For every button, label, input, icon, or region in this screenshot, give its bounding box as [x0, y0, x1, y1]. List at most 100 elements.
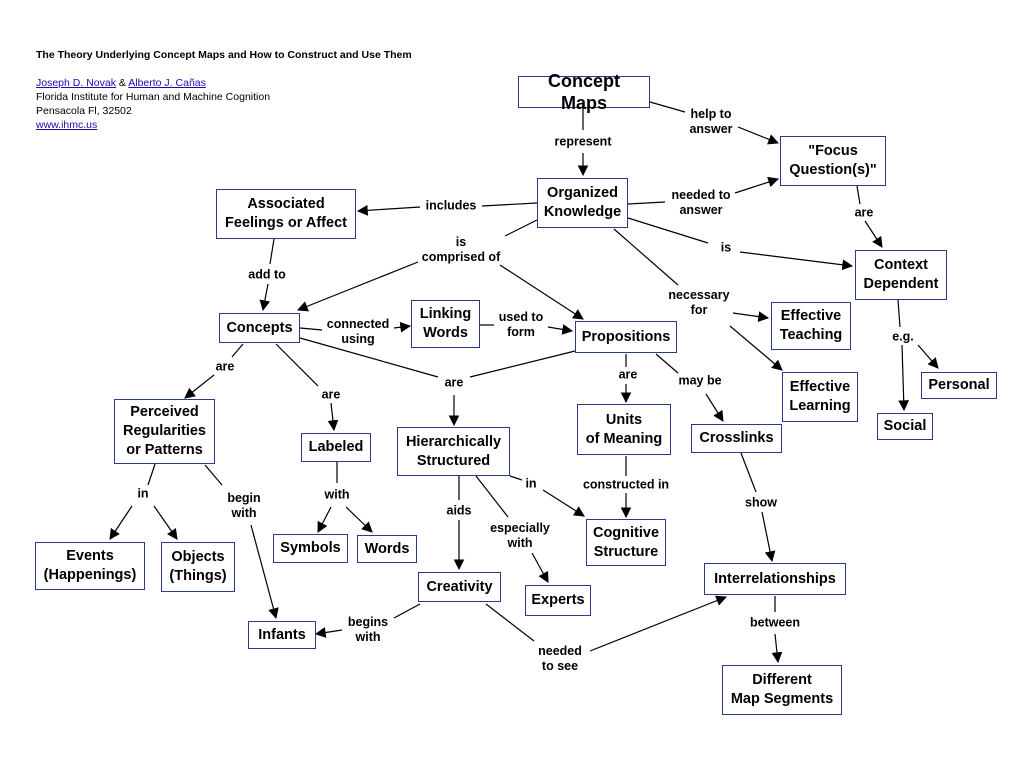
connector-ok-necessary: [613, 228, 679, 286]
concept-node-cognitive-structure: Cognitive Structure: [586, 519, 666, 566]
link-label-aids: aids: [446, 503, 472, 518]
concept-node-interrelationships: Interrelationships: [704, 563, 846, 595]
concept-node-social: Social: [877, 413, 933, 440]
website-link[interactable]: www.ihmc.us: [36, 119, 98, 131]
link-label-with: with: [324, 487, 350, 502]
link-label-are-perceived: are: [215, 359, 235, 374]
connector-concept-maps-help: [649, 101, 686, 113]
connector-focus-are: [856, 185, 861, 205]
concept-node-crosslinks: Crosslinks: [691, 424, 782, 453]
institute-name: Florida Institute for Human and Machine …: [36, 91, 271, 103]
connector-begin-infants: [250, 524, 279, 620]
link-label-add-to: add to: [248, 267, 286, 282]
connector-show-interrelationships: [761, 511, 776, 563]
link-label-needed-to-see: needed to see: [538, 644, 582, 673]
link-label-in-cognitive: in: [525, 476, 537, 491]
connector-help-focus: [737, 126, 780, 145]
concept-node-creativity: Creativity: [418, 572, 501, 602]
concept-node-infants: Infants: [248, 621, 316, 649]
concept-node-words: Words: [357, 535, 417, 563]
connector-hier-especially: [475, 475, 509, 518]
connector-concepts-connected: [299, 327, 323, 331]
connector-in2-cognitive: [542, 489, 585, 517]
connector-is-context: [739, 251, 854, 271]
concept-node-experts: Experts: [525, 585, 591, 616]
link-label-may-be: may be: [678, 373, 722, 388]
connector-hier-in2: [509, 475, 523, 481]
concept-node-hierarchically-structured: Hierarchically Structured: [397, 427, 510, 476]
link-label-represent: represent: [554, 134, 612, 149]
connector-necessary-learning: [729, 325, 783, 371]
connector-addto-concepts: [259, 283, 271, 312]
concept-node-concepts: Concepts: [219, 313, 300, 343]
concept-node-objects: Objects (Things): [161, 542, 235, 592]
concept-node-associated-feelings: Associated Feelings or Affect: [216, 189, 356, 239]
concept-node-events: Events (Happenings): [35, 542, 145, 590]
connector-creativity-begins: [393, 603, 421, 619]
connector-needed-focus: [734, 176, 780, 194]
connector-perceived-begin: [204, 464, 223, 486]
concept-node-effective-learning: Effective Learning: [782, 372, 858, 422]
document-title: The Theory Underlying Concept Maps and H…: [36, 49, 412, 61]
connector-between-segments: [771, 633, 783, 664]
link-label-are-labeled: are: [321, 387, 341, 402]
connector-eg-social: [898, 344, 910, 412]
link-label-constructed-in: constructed in: [582, 477, 670, 492]
concept-node-personal: Personal: [921, 372, 997, 399]
connector-concepts-are2: [231, 343, 244, 358]
link-label-between: between: [749, 615, 801, 630]
link-label-help-to-answer: help to answer: [689, 107, 733, 136]
connector-especially-experts: [531, 552, 549, 583]
connector-neededsee-interrelationships: [589, 595, 728, 652]
connector-begins-infants: [314, 627, 343, 638]
link-label-used-to-form: used to form: [498, 310, 544, 339]
link-label-connected-using: connected using: [326, 317, 390, 346]
concept-node-context-dependent: Context Dependent: [855, 250, 947, 300]
concept-node-focus-questions: "Focus Question(s)": [780, 136, 886, 186]
connector-propositions-maybe: [655, 353, 679, 374]
concept-node-symbols: Symbols: [273, 534, 348, 563]
connector-usedto-propositions: [547, 324, 574, 335]
link-label-needed-to-answer: needed to answer: [671, 188, 731, 217]
link-label-is-context: is: [720, 240, 732, 255]
connector-comprised-propositions: [499, 264, 584, 320]
concept-node-propositions: Propositions: [575, 321, 677, 353]
connector-ok-needed: [627, 201, 666, 205]
connector-includes-feelings: [356, 204, 421, 216]
concept-node-linking-words: Linking Words: [411, 300, 480, 348]
connector-perceived-in1: [147, 463, 156, 486]
author-link-canas[interactable]: Alberto J. Cañas: [128, 77, 206, 89]
link-label-eg: e.g.: [892, 329, 914, 344]
concept-node-effective-teaching: Effective Teaching: [771, 302, 851, 350]
link-label-show: show: [745, 495, 777, 510]
connector-are3-labeled: [327, 402, 339, 432]
concept-node-different-map-segments: Different Map Segments: [722, 665, 842, 715]
connector-connected-linking: [393, 321, 412, 333]
connector-maybe-crosslinks: [705, 393, 724, 422]
connector-are-context: [864, 220, 883, 248]
link-label-is-comprised-of: is comprised of: [421, 235, 501, 264]
author-link-novak[interactable]: Joseph D. Novak: [36, 77, 116, 89]
connector-with-words: [345, 506, 373, 533]
concept-node-labeled: Labeled: [301, 433, 371, 462]
connector-propositions-are4: [469, 350, 576, 378]
link-label-necessary-for: necessary for: [668, 288, 730, 317]
link-label-are-hierarchical: are: [444, 375, 464, 390]
institute-address: Pensacola Fl, 32502: [36, 105, 132, 117]
document-header: The Theory Underlying Concept Maps and H…: [36, 48, 412, 132]
connector-in1-objects: [153, 505, 178, 540]
link-label-especially-with: especially with: [490, 521, 550, 550]
link-label-in-events-objects: in: [137, 486, 149, 501]
link-label-are-context: are: [854, 205, 874, 220]
connector-ok-is: [627, 217, 709, 244]
concept-node-units-of-meaning: Units of Meaning: [577, 404, 671, 455]
connector-concepts-are3: [275, 343, 319, 387]
concept-node-organized-knowledge: Organized Knowledge: [537, 178, 628, 228]
link-label-begin-with: begin with: [227, 491, 261, 520]
connector-feelings-addto: [269, 238, 275, 265]
connector-context-eg: [897, 299, 901, 328]
connector-ok-comprised: [504, 219, 538, 237]
authors-line: Joseph D. Novak & Alberto J. Cañas: [36, 76, 412, 90]
connector-in1-events: [109, 505, 133, 540]
